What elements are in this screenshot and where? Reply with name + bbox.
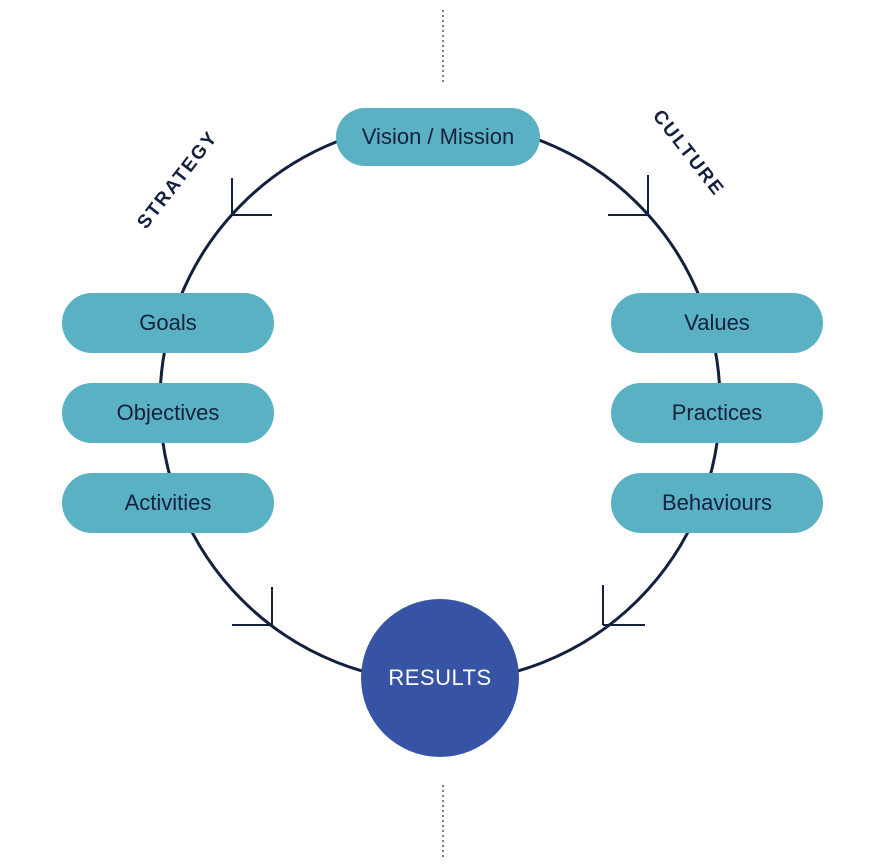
strategy-label: STRATEGY [133,127,222,233]
arrow-top-left [231,178,272,216]
arrow-top-right [608,175,649,216]
culture-item-behaviours: Behaviours [611,473,823,533]
strategy-item-label: Objectives [116,400,220,425]
arrow-bottom-left [232,587,273,626]
culture-item-practices: Practices [611,383,823,443]
strategy-item-goals: Goals [62,293,274,353]
strategy-item-activities: Activities [62,473,274,533]
culture-item-label: Practices [671,400,763,425]
strategy-item-label: Activities [124,490,212,515]
results-label: RESULTS [388,665,492,690]
culture-item-label: Behaviours [661,490,773,515]
vision-mission-pill: Vision / Mission [336,108,540,166]
results-circle: RESULTS [361,599,519,757]
arrow-bottom-right [602,585,645,626]
culture-label: CULTURE [648,106,728,200]
culture-item-label: Values [684,310,750,335]
strategy-item-objectives: Objectives [62,383,274,443]
vision-mission-label: Vision / Mission [361,124,515,149]
strategy-item-label: Goals [139,310,197,335]
culture-item-values: Values [611,293,823,353]
